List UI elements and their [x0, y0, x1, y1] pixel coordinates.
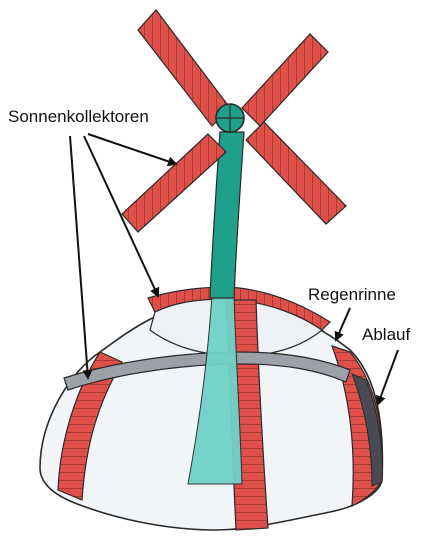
blade-upper-left	[138, 10, 230, 126]
label-solar-collectors: Sonnenkollektoren	[8, 107, 149, 126]
arrow-to-drain	[378, 350, 398, 404]
blade-upper-right	[242, 34, 328, 126]
blade-lower-left	[122, 134, 226, 232]
label-rain-gutter: Regenrinne	[308, 285, 396, 304]
arrow-to-dome-left	[70, 136, 88, 378]
blade-lower-right	[246, 122, 346, 224]
label-drain: Ablauf	[362, 325, 410, 344]
windmill	[122, 10, 346, 298]
arrow-to-rain-gutter	[336, 308, 350, 340]
arrow-to-blade	[88, 134, 176, 164]
dome	[40, 287, 382, 530]
